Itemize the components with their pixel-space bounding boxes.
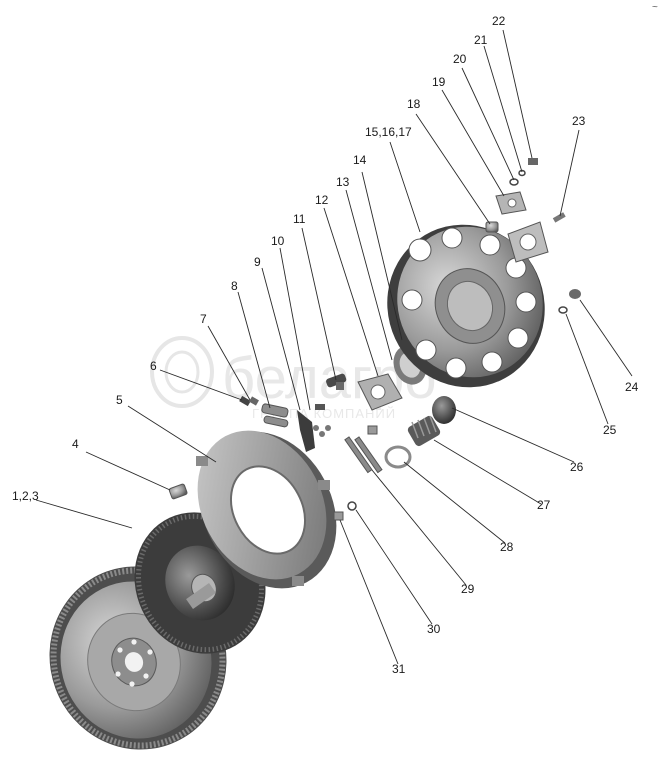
- callout-1-2-3: 1,2,3: [12, 489, 39, 503]
- callout-24: 24: [625, 380, 639, 394]
- callout-27: 27: [537, 498, 551, 512]
- callout-28: 28: [500, 540, 514, 554]
- small-parts-levers: [239, 373, 347, 452]
- callout-18: 18: [407, 97, 421, 111]
- callout-11: 11: [293, 212, 306, 226]
- callout-29: 29: [461, 582, 475, 596]
- callout-6: 6: [150, 359, 157, 373]
- callout-20: 20: [453, 52, 467, 66]
- callout-13: 13: [336, 175, 350, 189]
- callout-labels: 1,2,3 4 5 6 7 8 9 10 11 12 13 14 15,16,1…: [12, 14, 639, 676]
- watermark-logo: белагро ГРУППА КОМПАНИЙ: [150, 336, 437, 421]
- small-parts-right: [558, 289, 581, 314]
- corner-mark: ~: [652, 2, 658, 13]
- pin-part-4: [168, 483, 188, 500]
- callout-12: 12: [315, 193, 329, 207]
- leader-lines: [35, 29, 633, 665]
- callout-23: 23: [572, 114, 586, 128]
- callout-31: 31: [392, 662, 406, 676]
- callout-26: 26: [570, 460, 584, 474]
- callout-8: 8: [231, 279, 238, 293]
- callout-4: 4: [72, 437, 79, 451]
- clutch-cover-housing: [387, 224, 545, 388]
- callout-25: 25: [603, 423, 617, 437]
- callout-14: 14: [353, 153, 367, 167]
- callout-9: 9: [254, 255, 261, 269]
- adapter-plate: [357, 373, 403, 411]
- small-parts-top: [485, 158, 566, 263]
- callout-30: 30: [427, 622, 441, 636]
- links-and-bolts: [333, 425, 383, 521]
- callout-7: 7: [200, 312, 207, 326]
- callout-21: 21: [474, 33, 488, 47]
- pressure-plate: [196, 430, 337, 589]
- callout-10: 10: [271, 234, 285, 248]
- callout-5: 5: [116, 393, 123, 407]
- callout-15-16-17: 15,16,17: [365, 125, 412, 139]
- callout-22: 22: [492, 14, 506, 28]
- release-bearing-group: [384, 396, 456, 469]
- callout-19: 19: [432, 75, 446, 89]
